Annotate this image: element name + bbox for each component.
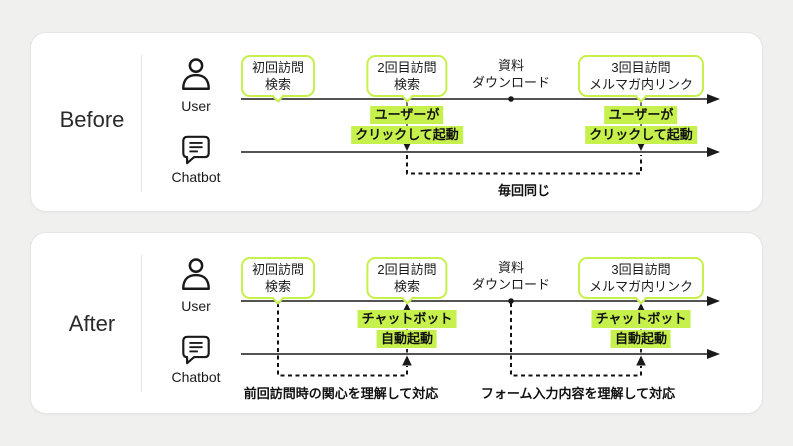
trigger-chatbot-auto: チャットボット 自動起動 [591, 308, 691, 350]
user-icon [182, 258, 210, 290]
previous-visit-context-dashed-flow [277, 303, 412, 377]
event-line1: 初回訪問 [251, 262, 305, 277]
chatbot-timeline [241, 147, 720, 157]
user-timeline-arrowhead [707, 296, 720, 306]
chatbot-timeline [241, 349, 720, 359]
trigger-chatbot-auto: チャットボット 自動起動 [357, 308, 457, 350]
user-timeline-arrowhead [707, 94, 720, 104]
chatbot-actor: Chatbot [156, 134, 236, 185]
event-first-visit: 初回訪問 検索 [240, 257, 316, 305]
trigger-line1: チャットボット [591, 310, 691, 328]
form-input-note: フォーム入力内容を理解して対応 [480, 386, 676, 401]
after-panel: After User Chatbot [30, 232, 763, 414]
chatbot-timeline-arrowhead [707, 147, 720, 157]
event-line1: 3回目訪問 [611, 262, 671, 277]
after-title: After [68, 311, 116, 336]
trigger-line2: クリックして起動 [351, 126, 463, 144]
chatbot-icon [182, 135, 210, 165]
event-line2: メルマガ内リンク [588, 77, 694, 93]
event-second-visit: 2回目訪問 検索 [366, 257, 448, 305]
event-line2: ダウンロード [471, 277, 551, 293]
event-line2: 検索 [393, 279, 421, 295]
event-line1: 3回目訪問 [611, 60, 671, 75]
timeline-dot [508, 298, 514, 304]
user-actor: User [156, 57, 236, 114]
same-every-time-note: 毎回同じ [497, 183, 551, 198]
trigger-user-click: ユーザーが クリックして起動 [585, 104, 697, 146]
trigger-line1: ユーザーが [370, 106, 444, 124]
timeline-dot [508, 96, 514, 102]
event-document-download: 資料 ダウンロード [472, 57, 550, 91]
event-line1: 2回目訪問 [377, 60, 437, 75]
user-actor: User [156, 257, 236, 314]
previous-visit-note: 前回訪問時の関心を理解して対応 [243, 386, 439, 401]
event-line1: 初回訪問 [251, 60, 305, 75]
trigger-line1: チャットボット [357, 310, 457, 328]
chatbot-label: Chatbot [171, 369, 221, 385]
event-line1: 資料 [497, 260, 525, 275]
user-icon [182, 58, 210, 90]
user-timeline [241, 296, 720, 306]
event-line2: 検索 [264, 77, 292, 93]
user-label: User [181, 298, 211, 314]
event-third-visit: 3回目訪問 メルマガ内リンク [577, 55, 705, 103]
event-line1: 資料 [497, 58, 525, 73]
event-line2: 検索 [264, 279, 292, 295]
event-second-visit: 2回目訪問 検索 [366, 55, 448, 103]
trigger-line2: 自動起動 [610, 330, 671, 348]
user-label: User [181, 98, 211, 114]
user-timeline [241, 94, 720, 104]
form-input-context-dashed-flow [510, 303, 646, 377]
chatbot-label: Chatbot [171, 169, 221, 185]
event-first-visit: 初回訪問 検索 [240, 55, 316, 103]
trigger-line2: 自動起動 [376, 330, 437, 348]
chatbot-icon [182, 335, 210, 365]
chatbot-timeline-arrowhead [707, 349, 720, 359]
trigger-user-click: ユーザーが クリックして起動 [351, 104, 463, 146]
trigger-line2: クリックして起動 [585, 126, 697, 144]
vertical-divider [141, 255, 142, 392]
before-title: Before [59, 107, 125, 132]
vertical-divider [141, 55, 142, 192]
event-third-visit: 3回目訪問 メルマガ内リンク [577, 257, 705, 305]
before-panel: Before User Chatbot [30, 32, 763, 212]
event-document-download: 資料 ダウンロード [472, 259, 550, 293]
event-line2: メルマガ内リンク [588, 279, 694, 295]
same-every-time-dashed-loop [406, 155, 642, 175]
event-line1: 2回目訪問 [377, 262, 437, 277]
chatbot-actor: Chatbot [156, 334, 236, 385]
trigger-line1: ユーザーが [604, 106, 678, 124]
event-line2: 検索 [393, 77, 421, 93]
event-line2: ダウンロード [471, 75, 551, 91]
